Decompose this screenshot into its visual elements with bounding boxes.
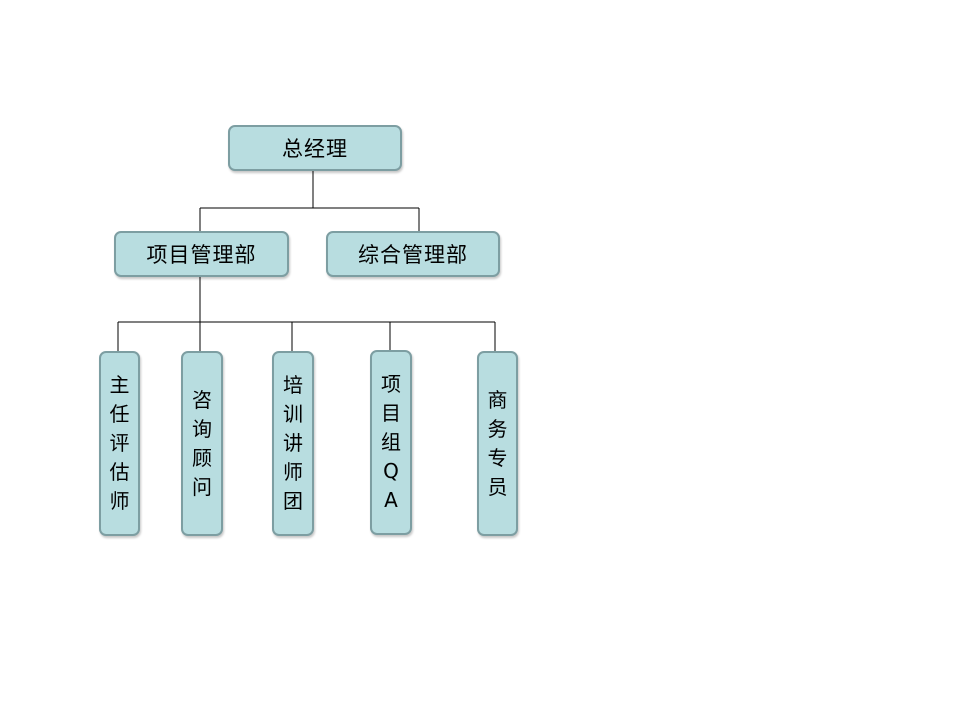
node-trainer-team-char: 训 (283, 402, 303, 426)
node-consultant: 咨询顾问 (181, 351, 223, 536)
node-chief-assessor-char: 任 (109, 402, 130, 426)
node-trainer-team-char: 培 (283, 373, 303, 397)
node-business-specialist-char: 务 (487, 416, 508, 441)
node-chief-assessor-char: 师 (109, 489, 130, 513)
node-consultant-char: 问 (192, 474, 212, 499)
node-general-management-dept: 综合管理部 (326, 231, 500, 277)
node-project-qa-char: 目 (381, 401, 401, 425)
node-general-management-dept-label: 综合管理部 (358, 243, 468, 267)
node-project-qa-char: 组 (381, 430, 401, 454)
node-trainer-team-char: 团 (283, 489, 303, 513)
node-trainer-team-char: 讲 (283, 431, 303, 455)
node-business-specialist-char: 员 (487, 474, 508, 499)
node-consultant-char: 询 (192, 416, 212, 441)
node-general-manager-label: 总经理 (282, 137, 348, 161)
node-trainer-team-char: 师 (283, 460, 303, 484)
node-chief-assessor: 主任评估师 (99, 351, 140, 536)
node-business-specialist: 商务专员 (477, 351, 518, 536)
node-project-management-dept-label: 项目管理部 (146, 243, 257, 267)
node-project-qa-char: 项 (381, 372, 401, 396)
node-chief-assessor-char: 评 (109, 431, 130, 455)
node-chief-assessor-char: 主 (109, 373, 130, 397)
node-project-management-dept: 项目管理部 (114, 231, 289, 277)
node-chief-assessor-char: 估 (109, 460, 130, 484)
node-consultant-char: 咨 (192, 387, 212, 412)
node-project-qa-char: A (384, 488, 398, 512)
node-consultant-char: 顾 (192, 445, 212, 470)
node-business-specialist-char: 商 (487, 387, 508, 412)
node-business-specialist-char: 专 (487, 445, 508, 470)
node-trainer-team: 培训讲师团 (272, 351, 314, 536)
node-project-qa-char: Q (383, 459, 399, 483)
node-general-manager: 总经理 (228, 125, 402, 171)
